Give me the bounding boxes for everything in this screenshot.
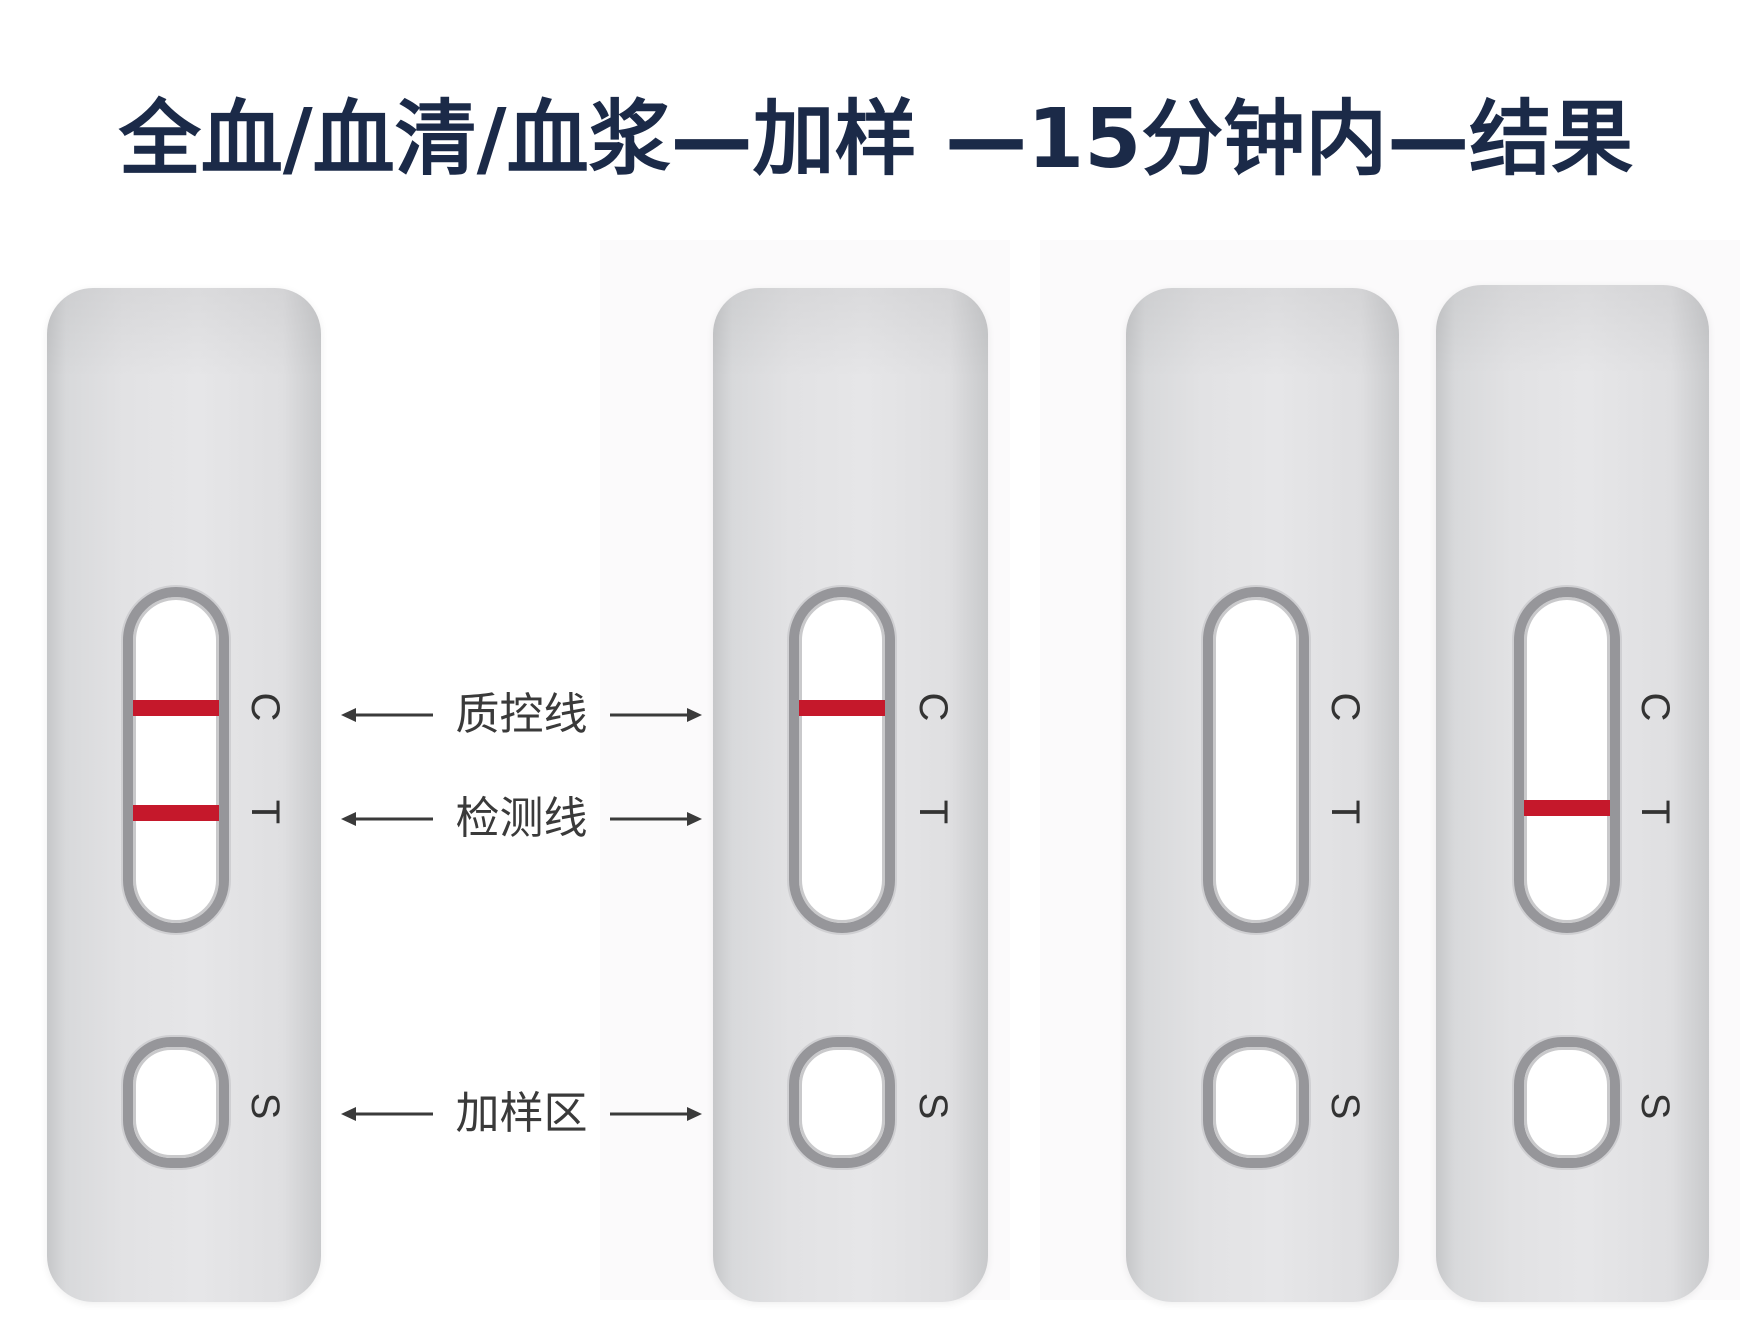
test-marker: T [243,799,287,825]
left-arrow-icon [341,1107,433,1121]
sample-marker: S [1633,1092,1677,1120]
control-marker: C [243,692,287,722]
result-window [1203,587,1309,933]
result-window [1514,587,1620,933]
control-line [799,700,885,716]
test-line [133,805,219,821]
sample-marker: S [243,1092,287,1120]
sample-zone-label: 加样区 [455,1088,588,1139]
test-marker: T [1323,799,1367,825]
sample-well [789,1037,895,1168]
sample-well [1514,1037,1620,1168]
test-cassette-3: C T S [1126,288,1399,1302]
test-line [1524,800,1610,816]
test-marker: T [1633,799,1677,825]
right-arrow-icon [610,1107,702,1121]
control-marker: C [911,692,955,722]
test-cassette-4: C T S [1436,285,1709,1302]
control-marker: C [1633,692,1677,722]
test-marker: T [911,799,955,825]
sample-well [123,1037,229,1168]
test-cassette-1: C T S [47,288,321,1302]
test-line-label: 检测线 [455,793,588,844]
result-window [123,587,229,933]
right-arrow-icon [610,708,702,722]
result-window [789,587,895,933]
control-line [133,700,219,716]
left-arrow-icon [341,708,433,722]
page-title: 全血/血清/血浆—加样 —15分钟内—结果 [118,92,1634,187]
right-arrow-icon [610,812,702,826]
test-cassette-2: C T S [713,288,988,1302]
sample-marker: S [911,1092,955,1120]
sample-zone-annotation: 加样区 [341,1084,702,1144]
left-arrow-icon [341,812,433,826]
test-line-annotation: 检测线 [341,789,702,849]
control-line-annotation: 质控线 [341,685,702,745]
sample-well [1203,1037,1309,1168]
sample-marker: S [1323,1092,1367,1120]
control-marker: C [1323,692,1367,722]
control-line-label: 质控线 [455,689,588,740]
